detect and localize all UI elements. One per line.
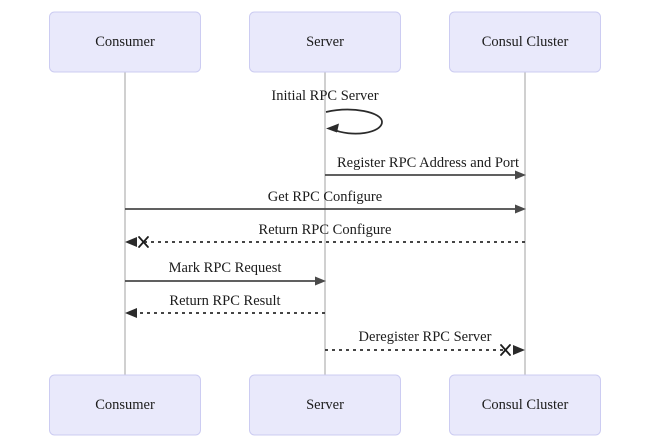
message-label-mark-rpc-request: Mark RPC Request bbox=[169, 260, 282, 276]
message-deregister-rpc-server[interactable]: Deregister RPC Server bbox=[325, 329, 525, 356]
message-get-rpc-configure[interactable]: Get RPC Configure bbox=[125, 189, 526, 214]
participant-boxes-bottom: Consumer Server Consul Cluster bbox=[49, 374, 601, 436]
message-return-rpc-result[interactable]: Return RPC Result bbox=[125, 293, 325, 318]
arrow-head-initial-rpc-server bbox=[326, 123, 339, 133]
message-register-rpc-address-and-port[interactable]: Register RPC Address and Port bbox=[325, 155, 526, 180]
message-initial-rpc-server[interactable]: Initial RPC Server bbox=[271, 88, 383, 135]
message-label-deregister-rpc-server: Deregister RPC Server bbox=[359, 329, 492, 345]
participant-label-server-bottom: Server bbox=[306, 397, 344, 413]
message-label-return-rpc-configure: Return RPC Configure bbox=[259, 222, 392, 238]
participant-box-consul-bottom[interactable] bbox=[449, 374, 601, 436]
arrow-head-return-rpc-result bbox=[125, 308, 137, 318]
message-return-rpc-configure[interactable]: Return RPC Configure bbox=[125, 222, 525, 248]
message-label-initial-rpc-server: Initial RPC Server bbox=[271, 88, 378, 104]
participant-box-server-top[interactable] bbox=[249, 11, 401, 73]
message-label-get-rpc-configure: Get RPC Configure bbox=[268, 189, 382, 205]
participant-label-server-top: Server bbox=[306, 34, 344, 50]
participant-box-consumer-bottom[interactable] bbox=[49, 374, 201, 436]
arrow-head-register-rpc-address-and-port bbox=[515, 170, 526, 180]
message-mark-rpc-request[interactable]: Mark RPC Request bbox=[125, 260, 326, 286]
arrow-head-deregister-rpc-server bbox=[513, 345, 525, 355]
participant-label-consumer-bottom: Consumer bbox=[95, 397, 155, 413]
participant-box-server-bottom[interactable] bbox=[249, 374, 401, 436]
participant-box-consul-top[interactable] bbox=[449, 11, 601, 73]
arrow-head-return-rpc-configure bbox=[125, 237, 137, 247]
self-loop-path-server bbox=[325, 108, 383, 135]
participant-label-consul-top: Consul Cluster bbox=[482, 34, 569, 50]
x-marker-return-rpc-configure bbox=[138, 236, 149, 248]
participant-label-consumer-top: Consumer bbox=[95, 34, 155, 50]
participant-box-consumer-top[interactable] bbox=[49, 11, 201, 73]
arrow-head-mark-rpc-request bbox=[315, 276, 326, 286]
participant-label-consul-bottom: Consul Cluster bbox=[482, 397, 569, 413]
participant-boxes-top: Consumer Server Consul Cluster bbox=[49, 11, 601, 73]
message-label-register-rpc-address-and-port: Register RPC Address and Port bbox=[337, 155, 519, 171]
message-label-return-rpc-result: Return RPC Result bbox=[169, 293, 280, 309]
arrow-head-get-rpc-configure bbox=[515, 204, 526, 214]
lifelines bbox=[124, 72, 526, 375]
x-marker-deregister-rpc-server bbox=[500, 344, 511, 356]
